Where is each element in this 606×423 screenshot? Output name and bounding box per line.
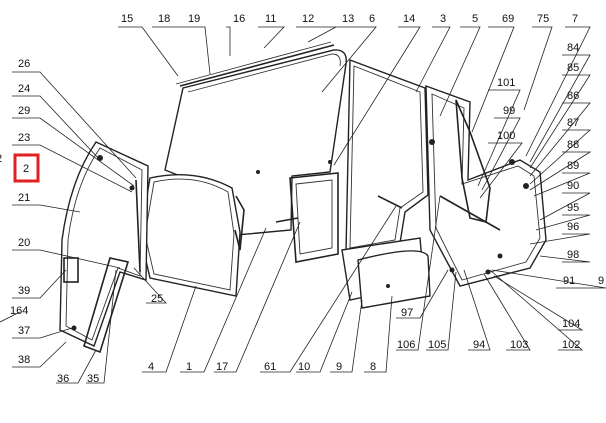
callout-17[interactable]: 17 <box>216 361 228 373</box>
leader-lines <box>0 26 606 384</box>
callout-9-edge[interactable]: 9 <box>598 275 604 287</box>
callout-1[interactable]: 1 <box>186 361 192 373</box>
callout-11[interactable]: 11 <box>265 13 276 25</box>
callout-95[interactable]: 95 <box>567 202 579 214</box>
callout-4[interactable]: 4 <box>148 361 154 373</box>
callout-13[interactable]: 13 <box>342 13 354 25</box>
callout-91[interactable]: 91 <box>563 275 575 287</box>
callout-20[interactable]: 20 <box>18 237 30 249</box>
callout-84[interactable]: 84 <box>567 42 579 54</box>
parts-drawing <box>59 41 547 354</box>
callout-36[interactable]: 36 <box>57 373 69 385</box>
callout-98[interactable]: 98 <box>567 249 579 261</box>
callout-101[interactable]: 101 <box>497 77 515 89</box>
callout-89[interactable]: 89 <box>567 160 579 172</box>
callout-86[interactable]: 86 <box>567 90 579 102</box>
selected-callout-highlight[interactable] <box>13 153 40 183</box>
callout-99[interactable]: 99 <box>503 105 515 117</box>
callout-94[interactable]: 94 <box>473 339 485 351</box>
callout-75[interactable]: 75 <box>537 13 549 25</box>
callout-15[interactable]: 15 <box>121 13 133 25</box>
callout-106[interactable]: 106 <box>397 339 415 351</box>
callout-35[interactable]: 35 <box>87 373 99 385</box>
callout-3[interactable]: 3 <box>440 13 446 25</box>
callout-5[interactable]: 5 <box>472 13 478 25</box>
sliding-glass-front <box>357 250 431 309</box>
callout-9[interactable]: 9 <box>336 361 342 373</box>
callout-85[interactable]: 85 <box>567 62 579 74</box>
callout-18[interactable]: 18 <box>158 13 170 25</box>
callout-26[interactable]: 26 <box>18 58 30 70</box>
callout-164[interactable]: 164 <box>10 305 28 317</box>
callout-16[interactable]: 16 <box>233 13 245 25</box>
front-door-panel <box>139 174 241 297</box>
callout-96[interactable]: 96 <box>567 221 579 233</box>
callout-labels: 15 18 19 16 11 12 13 6 14 3 5 69 75 7 84… <box>0 13 604 385</box>
callout-7[interactable]: 7 <box>572 13 578 25</box>
callout-37[interactable]: 37 <box>18 325 30 337</box>
callout-102[interactable]: 102 <box>562 339 580 351</box>
callout-25[interactable]: 25 <box>151 293 163 305</box>
callout-69[interactable]: 69 <box>502 13 514 25</box>
left-door <box>59 141 149 347</box>
callout-23[interactable]: 23 <box>18 132 30 144</box>
callout-12[interactable]: 12 <box>302 13 314 25</box>
callout-100[interactable]: 100 <box>497 130 515 142</box>
callout-19[interactable]: 19 <box>188 13 200 25</box>
callout-10[interactable]: 10 <box>298 361 310 373</box>
callout-14[interactable]: 14 <box>403 13 415 25</box>
callout-61[interactable]: 61 <box>264 361 276 373</box>
callout-21[interactable]: 21 <box>18 192 30 204</box>
rear-door-frame <box>425 84 547 287</box>
callout-39[interactable]: 39 <box>18 285 30 297</box>
callout-29[interactable]: 29 <box>18 105 30 117</box>
callout-103[interactable]: 103 <box>510 339 528 351</box>
callout-2[interactable]: 2 <box>23 163 29 175</box>
callout-24[interactable]: 24 <box>18 83 30 95</box>
callout-88[interactable]: 88 <box>567 139 579 151</box>
callout-97[interactable]: 97 <box>401 307 413 319</box>
callout-87[interactable]: 87 <box>567 117 579 129</box>
callout-6[interactable]: 6 <box>369 13 375 25</box>
callout-104[interactable]: 104 <box>562 318 580 330</box>
callout-105[interactable]: 105 <box>428 339 446 351</box>
callout-2-edge[interactable]: 2 <box>0 153 2 165</box>
callout-8[interactable]: 8 <box>370 361 376 373</box>
center-door-frame <box>345 58 429 253</box>
callout-38[interactable]: 38 <box>18 354 30 366</box>
callout-90[interactable]: 90 <box>567 180 579 192</box>
